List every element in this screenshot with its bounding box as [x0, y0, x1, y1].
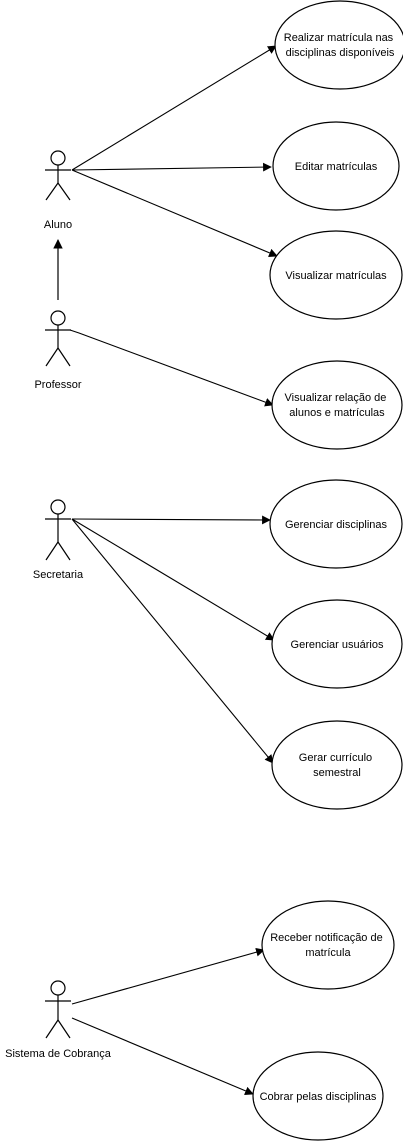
- actor-secretaria: [45, 499, 71, 561]
- assoc-secretaria-gerenciar-disciplinas: [71, 515, 271, 525]
- assoc-aluno-realizar: [71, 45, 277, 171]
- use-case-line: Receber notificação de: [270, 932, 383, 944]
- assoc-aluno-visualizar: [71, 169, 278, 257]
- use-case-receber-notificacao: Receber notificação de matrícula: [261, 900, 395, 990]
- use-case-gerar-curriculo: Gerar currículo semestral: [271, 720, 403, 810]
- use-case-editar-matriculas: Editar matrículas: [272, 121, 400, 211]
- use-case-cobrar-disciplinas-label: Cobrar pelas disciplinas: [260, 1091, 377, 1103]
- use-case-gerenciar-disciplinas-label: Gerenciar disciplinas: [285, 519, 388, 531]
- assoc-professor-relacao: [69, 329, 274, 407]
- assoc-aluno-editar: [71, 162, 272, 172]
- use-case-line: Visualizar matrículas: [285, 270, 387, 282]
- assoc-secretaria-gerar-curriculo: [71, 518, 274, 764]
- use-case-line: Realizar matrícula nas: [284, 32, 394, 44]
- actor-secretaria-label: Secretaria: [33, 569, 84, 581]
- use-case-gerenciar-usuarios: Gerenciar usuários: [271, 599, 403, 689]
- use-case-visualizar-matriculas-label: Visualizar matrículas: [285, 270, 387, 282]
- assoc-secretaria-gerenciar-usuarios: [71, 518, 275, 641]
- assoc-cobranca-cobrar: [71, 1017, 254, 1095]
- use-case-line: Visualizar relação de: [285, 392, 387, 404]
- use-case-line: disciplinas disponíveis: [286, 47, 395, 59]
- assoc-cobranca-receber: [71, 947, 265, 1005]
- use-case-line: Editar matrículas: [295, 161, 378, 173]
- use-case-gerenciar-disciplinas: Gerenciar disciplinas: [269, 479, 403, 569]
- use-case-line: matrícula: [305, 947, 351, 959]
- use-case-line: alunos e matrículas: [289, 407, 385, 419]
- actor-aluno-label: Aluno: [44, 219, 72, 231]
- use-case-gerenciar-usuarios-label: Gerenciar usuários: [291, 639, 384, 651]
- actor-aluno: [45, 150, 71, 201]
- actor-sistema-cobranca: [45, 980, 71, 1039]
- use-case-line: Gerar currículo: [299, 752, 372, 764]
- use-case-visualizar-relacao: Visualizar relação de alunos e matrícula…: [271, 360, 403, 450]
- use-case-line: Gerenciar disciplinas: [285, 519, 388, 531]
- actor-sistema-cobranca-label: Sistema de Cobrança: [5, 1048, 112, 1060]
- use-case-cobrar-disciplinas: Cobrar pelas disciplinas: [252, 1051, 384, 1141]
- use-case-receber-notificacao-label: Receber notificação de matrícula: [270, 932, 386, 959]
- use-case-editar-matriculas-label: Editar matrículas: [295, 161, 378, 173]
- actor-professor: [45, 310, 71, 367]
- use-case-line: Cobrar pelas disciplinas: [260, 1091, 377, 1103]
- use-case-line: semestral: [313, 767, 361, 779]
- use-case-visualizar-relacao-label: Visualizar relação de alunos e matrícula…: [285, 392, 390, 419]
- use-case-realizar-matricula: Realizar matrícula nas disciplinas dispo…: [274, 0, 403, 90]
- use-case-visualizar-matriculas: Visualizar matrículas: [269, 230, 403, 320]
- use-case-realizar-matricula-label: Realizar matrícula nas disciplinas dispo…: [284, 32, 397, 59]
- use-case-line: Gerenciar usuários: [291, 639, 384, 651]
- actor-professor-label: Professor: [34, 379, 81, 391]
- use-case-gerar-curriculo-label: Gerar currículo semestral: [299, 752, 375, 779]
